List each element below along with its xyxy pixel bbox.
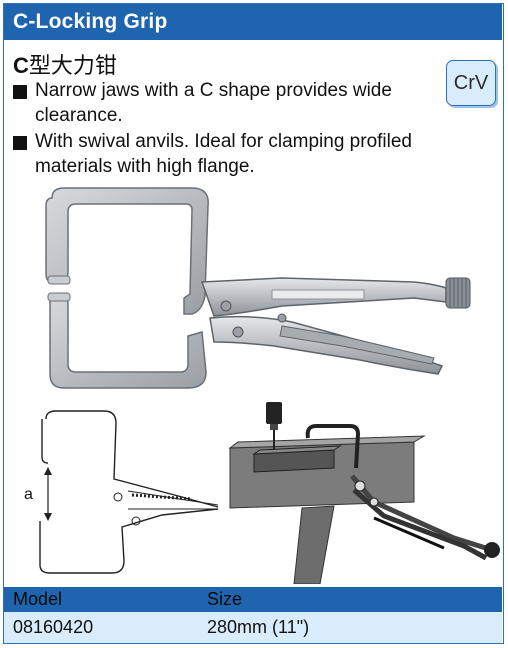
bullet-square-icon xyxy=(13,85,27,99)
size-value: 280mm (11") xyxy=(207,617,310,637)
column-header-size: Size xyxy=(207,589,243,609)
feature-item: With swival anvils. Ideal for clamping p… xyxy=(12,129,452,179)
model-number: 08160420 xyxy=(13,617,94,637)
material-badge-label: CrV xyxy=(453,72,489,94)
chinese-title-prefix: C xyxy=(13,53,29,78)
chinese-title: C型大力钳 xyxy=(13,48,117,80)
material-badge: CrV xyxy=(446,60,496,106)
locking-grip-photo xyxy=(45,187,471,389)
bullet-square-icon xyxy=(13,136,27,150)
product-title: C-Locking Grip xyxy=(13,10,168,33)
chinese-title-text: 型大力钳 xyxy=(28,54,117,79)
spec-table: Model Size 08160420 280mm (11") xyxy=(4,587,502,643)
spec-table-header: Model Size xyxy=(4,587,502,612)
feature-list: Narrow jaws with a C shape provides wide… xyxy=(12,78,452,180)
feature-text: With swival anvils. Ideal for clamping p… xyxy=(35,131,412,177)
feature-text: Narrow jaws with a C shape provides wide… xyxy=(35,80,392,126)
title-bar: C-Locking Grip xyxy=(4,4,502,40)
column-header-model: Model xyxy=(13,589,63,609)
product-card: C-Locking Grip C型大力钳 Narrow jaws with a … xyxy=(3,3,504,644)
table-row: 08160420 280mm (11") xyxy=(4,612,502,643)
jaw-clearance-diagram xyxy=(39,410,219,574)
clearance-dimension-label: a xyxy=(24,486,33,503)
usage-illustration xyxy=(228,402,500,584)
feature-item: Narrow jaws with a C shape provides wide… xyxy=(12,78,452,128)
